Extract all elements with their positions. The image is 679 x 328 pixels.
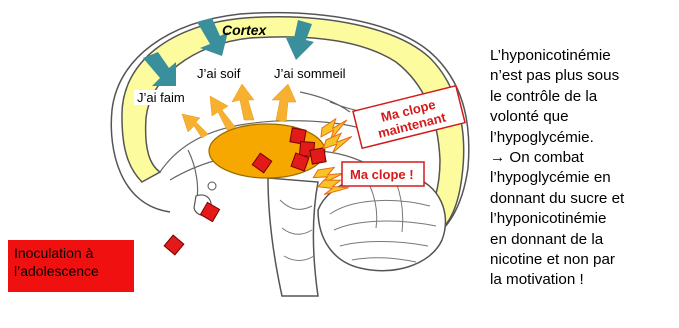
text-line: donnant du sucre et <box>490 189 679 209</box>
text-line: en donnant de la <box>490 230 679 250</box>
explanation-text: L’hyponicotinémie n’est pas plus sous le… <box>490 46 679 291</box>
lightning-icon <box>321 132 354 155</box>
cortex-label: Cortex <box>222 22 266 38</box>
text-line: l’hypoglycémie en <box>490 168 679 188</box>
up-arrow-icon <box>232 84 254 120</box>
up-arrow-icon <box>182 114 208 138</box>
nicotine-marker-icon <box>310 148 326 164</box>
text-line: L’hyponicotinémie <box>490 46 679 66</box>
need-label-sleep: J’ai sommeil <box>271 66 349 81</box>
nicotine-marker-icon <box>164 235 184 255</box>
text-line: la motivation ! <box>490 270 679 290</box>
text-line: le contrôle de la <box>490 87 679 107</box>
inoculation-label: Inoculation à l’adolescence <box>14 245 99 279</box>
brainstem <box>268 178 318 296</box>
text-line: nicotine et non par <box>490 250 679 270</box>
up-arrow-icon <box>272 84 296 122</box>
inoculation-box: Inoculation à l’adolescence <box>8 240 134 292</box>
need-label-hunger: J’ai faim <box>134 90 188 105</box>
text-line: l’hypoglycémie. <box>490 128 679 148</box>
text-line: n’est pas plus sous <box>490 66 679 86</box>
need-label-thirst: J’ai soif <box>194 66 243 81</box>
text-line: l’hyponicotinémie <box>490 209 679 229</box>
text-line: volonté que <box>490 107 679 127</box>
text-line: → On combat <box>490 148 679 168</box>
callout-ma-clope: Ma clope ! <box>350 167 414 182</box>
